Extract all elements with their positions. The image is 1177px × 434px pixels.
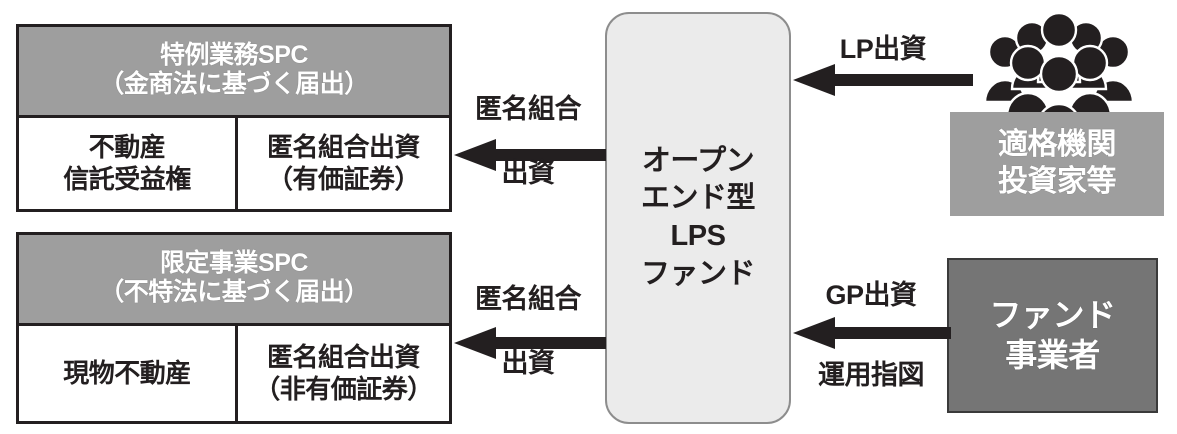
spc-header-line1: 限定事業SPC (160, 249, 308, 277)
spc-cell-line2: （非有価証券） (254, 373, 433, 404)
operator-label-line1: ファンド (989, 297, 1116, 334)
arrow-label-gp-investment: GP出資 (825, 280, 917, 310)
spc-box-tokurei-gyomu: 特例業務SPC （金商法に基づく届出） 不動産 信託受益権 匿名組合出資 （有価… (16, 24, 452, 212)
arrow-tk-investment-lower (452, 326, 606, 360)
fund-label-line4: ファンド (640, 257, 756, 290)
fund-label-line1: オープン (641, 144, 755, 177)
spc-box-tokurei-header: 特例業務SPC （金商法に基づく届出） (19, 27, 449, 118)
spc-box-gentei-body: 現物不動産 匿名組合出資 （非有価証券） (19, 326, 449, 421)
arrow-label-tk-upper: 匿名組合 出資 (452, 62, 604, 221)
arrow-label-tk-lower: 匿名組合 出資 (452, 252, 604, 411)
spc-cell-asset-gentei: 現物不動産 (19, 326, 238, 421)
investors-label-line1: 適格機関 (998, 128, 1117, 162)
spc-header-line1: 特例業務SPC (160, 41, 308, 69)
spc-box-gentei-header: 限定事業SPC （不特法に基づく届出） (19, 235, 449, 326)
arrow-lp-investment (791, 63, 973, 97)
spc-cell-line1: 不動産 (88, 131, 166, 162)
fund-box-open-end-lps: オープン エンド型 LPS ファンド (605, 12, 791, 424)
arrow-gp-investment (791, 316, 951, 350)
spc-cell-line2: （有価証券） (266, 163, 421, 194)
spc-cell-equity-tokurei: 匿名組合出資 （有価証券） (238, 118, 449, 209)
investors-label-line2: 投資家等 (998, 165, 1117, 198)
investors-box: 適格機関 投資家等 (950, 112, 1164, 216)
spc-cell-asset-tokurei: 不動産 信託受益権 (19, 118, 238, 209)
fund-operator-box: ファンド 事業者 (947, 258, 1158, 413)
arrow-label-line2: 出資 (501, 157, 556, 188)
people-group-icon (983, 12, 1135, 120)
operator-label-line2: 事業者 (1005, 336, 1100, 373)
spc-cell-line1: 現物不動産 (63, 357, 191, 388)
spc-cell-line2: 信託受益権 (63, 163, 191, 194)
fund-label-line3: LPS (670, 220, 726, 252)
spc-cell-line1: 匿名組合出資 (266, 341, 421, 372)
spc-box-genteijigyo: 限定事業SPC （不特法に基づく届出） 現物不動産 匿名組合出資 （非有価証券） (16, 232, 452, 424)
spc-box-tokurei-body: 不動産 信託受益権 匿名組合出資 （有価証券） (19, 118, 449, 209)
arrow-label-management-instruction: 運用指図 (818, 360, 925, 390)
spc-cell-equity-gentei: 匿名組合出資 （非有価証券） (238, 326, 449, 421)
arrow-label-line1: 匿名組合 (475, 93, 582, 124)
arrow-tk-investment-upper (452, 138, 606, 172)
spc-cell-line1: 匿名組合出資 (266, 131, 421, 162)
spc-header-line2: （金商法に基づく届出） (99, 70, 369, 98)
arrow-label-lp-investment: LP出資 (839, 34, 927, 64)
arrow-label-line1: 匿名組合 (475, 283, 582, 314)
fund-label-line2: エンド型 (640, 182, 756, 215)
spc-header-line2: （不特法に基づく届出） (99, 278, 369, 306)
arrow-label-line2: 出資 (501, 347, 556, 378)
